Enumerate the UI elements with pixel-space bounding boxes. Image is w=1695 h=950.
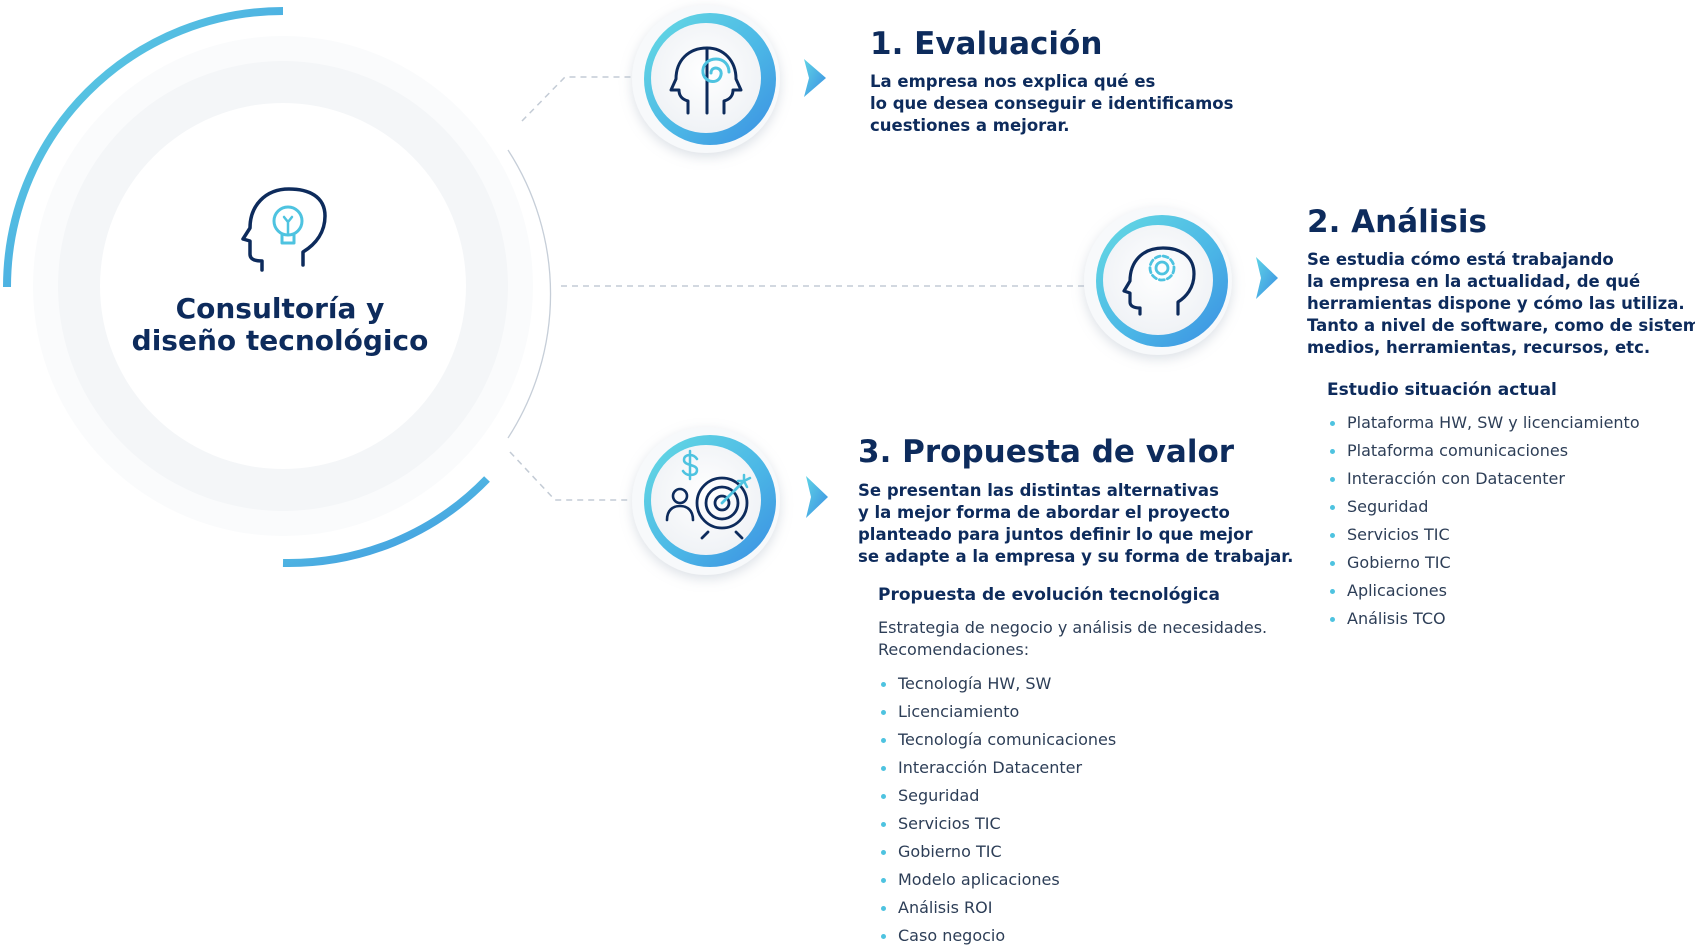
step3-title: 3. Propuesta de valor	[858, 434, 1235, 470]
step1-description: La empresa nos explica qué es lo que des…	[870, 71, 1233, 137]
step2-description-line: Se estudia cómo está trabajando	[1307, 250, 1614, 269]
step2-description-line: herramientas dispone y cómo las utiliza.	[1307, 294, 1685, 313]
step3-intro: Estrategia de negocio y análisis de nece…	[878, 617, 1267, 661]
step2-icon-circle	[1084, 207, 1232, 355]
list-item: Tecnología HW, SW	[878, 670, 1116, 698]
step3-intro-line: Recomendaciones:	[878, 640, 1030, 659]
step3-description: Se presentan las distintas alternativas …	[858, 480, 1293, 568]
hub-title-line-1: Consultoría y	[175, 292, 385, 325]
step1-description-line: lo que desea conseguir e identificamos	[870, 94, 1234, 113]
target-dollar-person-icon	[665, 449, 752, 540]
step2-description-line: la empresa en la actualidad, de qué	[1307, 272, 1641, 291]
list-item: Interacción con Datacenter	[1327, 465, 1640, 493]
head-gear-icon	[1122, 246, 1196, 316]
list-item: Plataforma comunicaciones	[1327, 437, 1640, 465]
list-item: Modelo aplicaciones	[878, 866, 1116, 894]
list-item: Gobierno TIC	[878, 838, 1116, 866]
list-item: Análisis TCO	[1327, 605, 1640, 633]
list-item: Tecnología comunicaciones	[878, 726, 1116, 754]
list-item: Gobierno TIC	[1327, 549, 1640, 577]
list-item: Servicios TIC	[878, 810, 1116, 838]
step3-description-line: Se presentan las distintas alternativas	[858, 481, 1219, 500]
step2-description-line: medios, herramientas, recursos, etc.	[1307, 338, 1651, 357]
step1-title: 1. Evaluación	[870, 26, 1103, 62]
hub-thin-arc	[507, 149, 552, 439]
step2-list: Plataforma HW, SW y licenciamiento Plata…	[1327, 409, 1640, 633]
step1-icon-circle	[632, 5, 780, 153]
step3-chevron-icon	[806, 476, 828, 518]
head-lightbulb-icon	[241, 187, 327, 272]
step1-description-line: La empresa nos explica qué es	[870, 72, 1156, 91]
step1-chevron-icon	[804, 59, 826, 97]
step2-description: Se estudia cómo está trabajando la empre…	[1307, 249, 1695, 359]
list-item: Caso negocio	[878, 922, 1116, 950]
dashed-connectors	[509, 76, 1088, 501]
step2-subtitle: Estudio situación actual	[1327, 380, 1557, 400]
step2-title: 2. Análisis	[1307, 204, 1487, 240]
list-item: Aplicaciones	[1327, 577, 1640, 605]
step3-description-line: se adapte a la empresa y su forma de tra…	[858, 547, 1294, 566]
step3-list: Tecnología HW, SW Licenciamiento Tecnolo…	[878, 670, 1116, 950]
list-item: Análisis ROI	[878, 894, 1116, 922]
hub-title: Consultoría y diseño tecnológico	[80, 293, 480, 357]
list-item: Seguridad	[878, 782, 1116, 810]
hub-arc-lower	[282, 476, 490, 568]
step2-description-line: Tanto a nivel de software, como de siste…	[1307, 316, 1695, 335]
list-item: Seguridad	[1327, 493, 1640, 521]
hub-arc-upper	[3, 7, 284, 288]
step1-description-line: cuestiones a mejorar.	[870, 116, 1070, 135]
list-item: Servicios TIC	[1327, 521, 1640, 549]
step3-subtitle: Propuesta de evolución tecnológica	[878, 585, 1220, 605]
step3-description-line: planteado para juntos definir lo que mej…	[858, 525, 1253, 544]
step2-chevron-icon	[1256, 257, 1278, 299]
hub-circle	[33, 36, 533, 536]
step3-description-line: y la mejor forma de abordar el proyecto	[858, 503, 1230, 522]
list-item: Interacción Datacenter	[878, 754, 1116, 782]
step3-intro-line: Estrategia de negocio y análisis de nece…	[878, 618, 1268, 637]
hub-title-line-2: diseño tecnológico	[131, 324, 429, 357]
list-item: Licenciamiento	[878, 698, 1116, 726]
list-item: Plataforma HW, SW y licenciamiento	[1327, 409, 1640, 437]
head-spiral-icon	[669, 46, 743, 115]
step3-icon-circle	[632, 427, 780, 575]
